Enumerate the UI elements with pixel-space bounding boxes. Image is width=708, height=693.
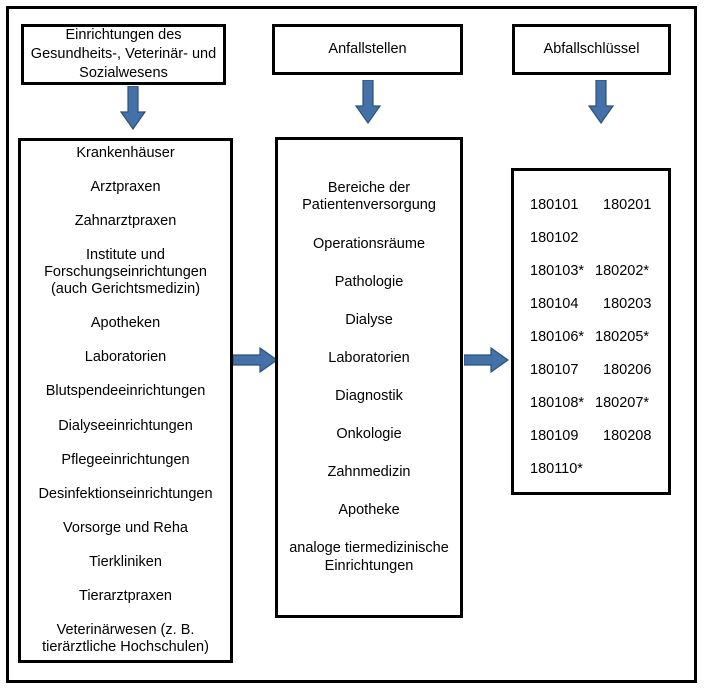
- header-box-abfallschluessel-label: Abfallschlüssel: [543, 41, 640, 58]
- anfallstellen-item: Pathologie: [334, 273, 404, 290]
- code-row: 180109 180208: [530, 419, 651, 452]
- einrichtungen-item: Dialyseeinrichtungen: [58, 417, 193, 434]
- code-row: 180101 180201: [530, 188, 651, 221]
- code-cell-primary: 180108*: [530, 394, 585, 411]
- arrow-right-icon-einrichtungen-to-anfallstellen: [233, 347, 279, 373]
- einrichtungen-item: Zahnarztpraxen: [74, 212, 177, 229]
- code-row: 180102: [530, 221, 651, 254]
- anfallstellen-item: Bereiche der Patientenversorgung: [302, 180, 436, 214]
- anfallstellen-item: Zahnmedizin: [327, 464, 411, 481]
- arrow-down-icon-einrichtungen: [120, 86, 146, 130]
- einrichtungen-item: Laboratorien: [84, 349, 167, 366]
- anfallstellen-item: Operationsräume: [312, 235, 426, 252]
- header-box-anfallstellen-label: Anfallstellen: [328, 41, 407, 58]
- code-cell-primary: 180110*: [530, 460, 583, 477]
- code-cell-secondary: 180201: [603, 196, 652, 213]
- anfallstellen-item: Onkologie: [336, 426, 402, 443]
- einrichtungen-item: Pflegeeinrichtungen: [61, 451, 190, 468]
- header-box-einrichtungen-label: Einrichtungen des Gesundheits-, Veterinä…: [30, 27, 217, 81]
- arrow-down-icon-anfallstellen: [355, 80, 381, 124]
- code-cell-secondary: 180208: [603, 427, 652, 444]
- code-cell-primary: 180107: [530, 361, 579, 378]
- einrichtungen-item: Institute und Forschungseinrichtungen (a…: [44, 246, 207, 298]
- header-box-einrichtungen: Einrichtungen des Gesundheits-, Veterinä…: [21, 24, 226, 85]
- code-cell-secondary: [595, 221, 651, 254]
- code-cell-primary: 180101: [530, 196, 579, 213]
- code-cell-secondary: 180207*: [595, 394, 650, 411]
- anfallstellen-item: analoge tiermedizinische Einrichtungen: [289, 540, 449, 574]
- anfallstellen-item: Apotheke: [338, 502, 400, 519]
- einrichtungen-item: Veterinärwesen (z. B. tierärztliche Hoch…: [42, 622, 209, 656]
- code-cell-secondary: 180205*: [595, 328, 650, 345]
- code-cell-primary: 180104: [530, 295, 579, 312]
- code-row: 180104 180203: [530, 287, 651, 320]
- einrichtungen-item: Krankenhäuser: [76, 144, 175, 161]
- einrichtungen-item: Blutspendeeinrichtungen: [45, 383, 206, 400]
- code-cell-primary: 180102: [530, 229, 579, 246]
- einrichtungen-item: Tierkliniken: [89, 554, 162, 570]
- code-cell-secondary: 180203: [603, 295, 652, 312]
- code-row: 180108* 180207*: [530, 386, 651, 419]
- einrichtungen-item: Apotheken: [90, 315, 161, 332]
- header-box-abfallschluessel: Abfallschlüssel: [512, 24, 671, 75]
- code-cell-secondary: [595, 452, 651, 485]
- einrichtungen-item: Desinfektionseinrichtungen: [38, 485, 213, 502]
- code-row: 180110*: [530, 452, 651, 485]
- header-box-anfallstellen: Anfallstellen: [272, 24, 463, 75]
- code-cell-primary: 180106*: [530, 328, 585, 345]
- anfallstellen-item: Laboratorien: [328, 349, 410, 366]
- outer-frame: [6, 6, 697, 683]
- code-cell-primary: 180103*: [530, 262, 585, 279]
- code-cell-secondary: 180202*: [595, 262, 650, 279]
- code-cell-primary: 180109: [530, 427, 579, 444]
- code-row: 180107 180206: [530, 353, 651, 386]
- anfallstellen-item: Diagnostik: [335, 388, 403, 404]
- einrichtungen-item: Vorsorge und Reha: [63, 519, 188, 536]
- anfallstellen-item: Dialyse: [345, 311, 393, 328]
- code-row: 180106* 180205*: [530, 320, 651, 353]
- einrichtungen-item: Tierarztpraxen: [79, 588, 172, 605]
- code-row: 180103* 180202*: [530, 254, 651, 287]
- einrichtungen-item: Arztpraxen: [90, 178, 161, 195]
- code-cell-secondary: 180206: [603, 361, 652, 378]
- arrow-down-icon-abfallschluessel: [588, 80, 614, 124]
- arrow-right-icon-anfallstellen-to-codes: [464, 347, 510, 373]
